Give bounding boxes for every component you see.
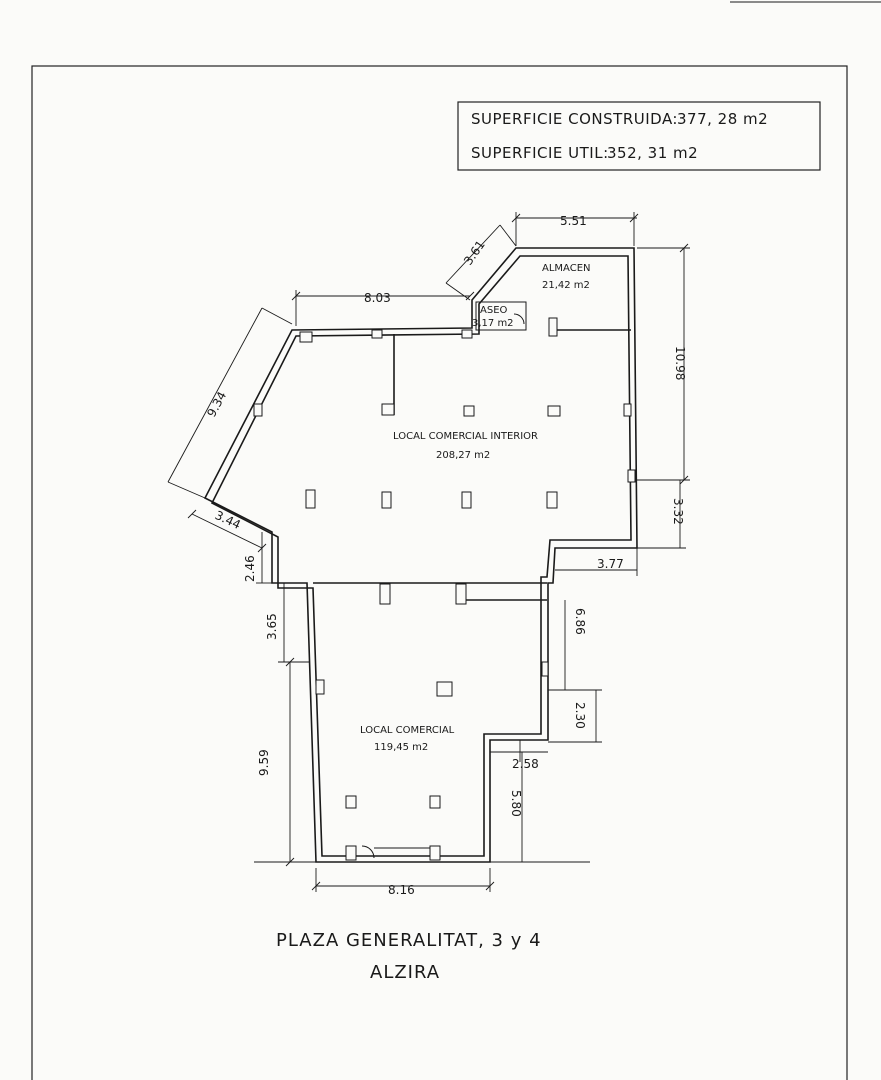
column <box>299 331 313 343</box>
column <box>461 491 472 509</box>
aseo-name: ASEO <box>480 305 508 316</box>
almacen-name: ALMACEN <box>542 263 591 274</box>
dim-right-step: 3.32 <box>671 498 685 525</box>
column <box>461 329 473 339</box>
dim-left-bottom: 9.59 <box>257 749 271 776</box>
column <box>305 489 316 509</box>
dim-right-step2: 2.30 <box>573 702 587 729</box>
dim-left-small: 2.46 <box>243 555 257 582</box>
column <box>546 491 558 509</box>
dim-right-bottom: 5.80 <box>509 790 523 817</box>
column <box>548 317 558 337</box>
useful-area-value: 352, 31 m2 <box>607 144 698 162</box>
dim-step-right2: 2.58 <box>512 757 539 771</box>
plan-title: PLAZA GENERALITAT, 3 y 4 <box>276 930 542 951</box>
column <box>436 681 453 697</box>
outer-wall <box>203 247 638 863</box>
column <box>345 795 357 809</box>
dim-top-store: 5.51 <box>560 214 587 228</box>
column <box>381 491 392 509</box>
column <box>371 329 383 339</box>
entrance-door <box>361 845 375 859</box>
column <box>455 583 467 605</box>
dimension-lines <box>167 212 690 892</box>
dim-diag-lower: 3.44 <box>213 508 243 532</box>
built-area-value: 377, 28 m2 <box>677 110 768 128</box>
room-labels: ALMACEN 21,42 m2 ASEO 3,17 m2 LOCAL COME… <box>360 263 591 753</box>
area-summary-box: SUPERFICIE CONSTRUIDA: 377, 28 m2 SUPERF… <box>457 101 821 171</box>
dim-right-lower: 6.86 <box>573 608 587 635</box>
column <box>463 405 475 417</box>
column <box>315 679 325 695</box>
page-frame <box>31 65 848 1080</box>
dim-left-mid: 3.65 <box>265 613 279 640</box>
built-area-label: SUPERFICIE CONSTRUIDA: <box>471 110 678 128</box>
aseo-room <box>475 301 527 331</box>
column <box>253 403 263 417</box>
plan-city: ALZIRA <box>370 962 440 983</box>
column <box>429 845 441 861</box>
dim-step-right: 3.77 <box>597 557 624 571</box>
column <box>623 403 632 417</box>
column <box>345 845 357 861</box>
dim-bottom-width: 8.16 <box>388 883 415 897</box>
partition-end <box>381 403 395 416</box>
dim-right-upper: 10.98 <box>673 346 687 380</box>
dimension-values: 5.51 3.61 8.03 9.34 10.98 3.32 3.77 3.44… <box>204 214 687 897</box>
column <box>547 405 561 417</box>
columns <box>253 317 636 861</box>
local-name: LOCAL COMERCIAL <box>360 725 455 736</box>
dim-top-left: 8.03 <box>364 291 391 305</box>
interior-area: 208,27 m2 <box>436 450 490 461</box>
column <box>627 469 636 483</box>
column <box>541 661 549 677</box>
interior-name: LOCAL COMERCIAL INTERIOR <box>393 431 538 442</box>
building-walls <box>203 247 638 863</box>
dim-diag-left: 9.34 <box>204 389 229 419</box>
aseo-door <box>513 313 525 325</box>
useful-area-label: SUPERFICIE UTIL: <box>471 144 609 162</box>
inner-wall-line <box>210 255 632 857</box>
almacen-area: 21,42 m2 <box>542 280 590 291</box>
local-area: 119,45 m2 <box>374 742 428 753</box>
column <box>429 795 441 809</box>
aseo-area: 3,17 m2 <box>472 318 514 329</box>
column <box>379 583 391 605</box>
